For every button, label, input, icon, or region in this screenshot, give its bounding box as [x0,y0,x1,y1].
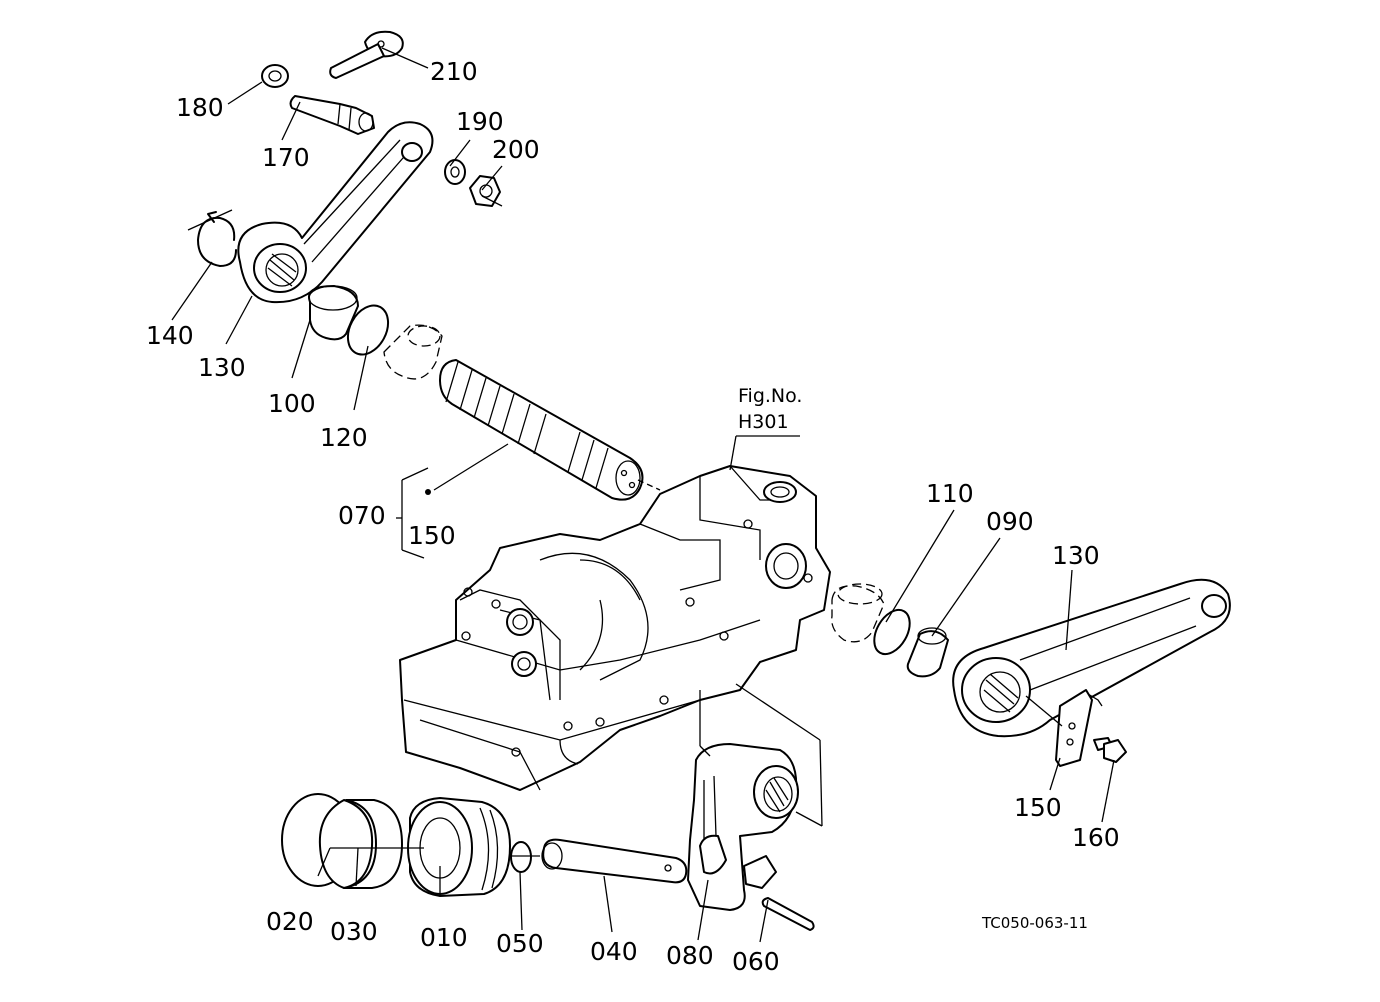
part-070-shaft-drawing [439,359,661,501]
part-label-090: 090 [986,507,1034,536]
part-100-bushing-drawing [308,285,359,341]
part-050-o-ring-drawing [510,841,532,873]
leader-lines [171,47,1115,943]
dashed-bushing-drawing [383,324,443,380]
part-label-110: 110 [926,479,974,508]
part-label-070: 070 [338,501,386,530]
drawing-code: TC050-063-11 [981,914,1088,932]
part-label-040: 040 [590,937,638,966]
part-180-washer-drawing [261,64,289,88]
part-170-pin-drawing [289,95,375,135]
dashed-bushing-right-drawing [831,583,885,643]
part-label-120: 120 [320,423,368,452]
part-label-130-upper: 130 [198,353,246,382]
part-110-o-ring-drawing [873,608,911,656]
part-060-pin-drawing [761,897,815,931]
part-label-160: 160 [1072,823,1120,852]
fig-label: Fig.No. [738,385,802,407]
part-label-130-lower: 130 [1052,541,1100,570]
part-130-upper-lift-arm-drawing [237,121,434,304]
part-label-100: 100 [268,389,316,418]
part-210-pin-drawing [329,30,404,79]
part-label-020: 020 [266,907,314,936]
part-150-bracket-drawing [1055,689,1103,767]
part-080-lift-crank-drawing [687,743,799,911]
part-label-180: 180 [176,93,224,122]
part-label-050: 050 [496,929,544,958]
part-010-piston-drawing [407,797,511,897]
part-040-rod-drawing [541,838,688,884]
part-140-snap-ring-drawing [197,211,237,267]
part-label-010: 010 [420,923,468,952]
reference-dot [425,489,431,495]
fig-number: H301 [738,411,789,433]
part-label-200: 200 [492,135,540,164]
part-label-140: 140 [146,321,194,350]
lift-housing-drawing [399,465,831,791]
part-label-060: 060 [732,947,780,976]
part-090-bushing-drawing [906,627,949,678]
part-label-170: 170 [262,143,310,172]
part-130-lower-lift-arm-drawing [952,578,1231,738]
part-label-030: 030 [330,917,378,946]
part-030-backup-ring-drawing [318,799,403,889]
part-label-210: 210 [430,57,478,86]
part-190-washer-drawing [444,159,466,185]
part-label-190: 190 [456,107,504,136]
part-label-150-bracket: 150 [1014,793,1062,822]
part-120-o-ring-drawing [346,304,390,356]
part-200-nut-drawing [469,175,501,207]
part-160-bolt-drawing [1093,737,1127,763]
part-label-080: 080 [666,941,714,970]
part-label-150-shaft: 150 [408,521,456,550]
